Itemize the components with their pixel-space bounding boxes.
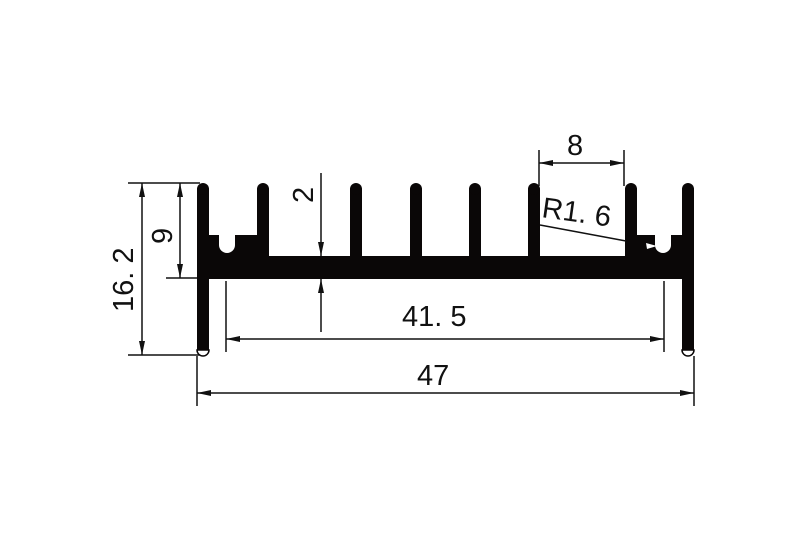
label-fin-pitch: 8 (567, 130, 583, 162)
dim-fin-height (166, 183, 197, 279)
lower-legs (197, 278, 694, 350)
leg-rounded-ends (196, 349, 695, 357)
dim-inner-width (225, 281, 665, 352)
upper-fins (197, 183, 694, 259)
dim-overall-width (196, 356, 695, 406)
label-inner-width: 41. 5 (402, 301, 467, 333)
dim-radius-leader (539, 224, 627, 242)
dim-overall-height (128, 182, 200, 356)
label-base-thickness: 2 (288, 187, 320, 203)
base-plate (197, 256, 694, 279)
dim-fin-pitch (538, 150, 625, 186)
label-overall-height: 16. 2 (108, 248, 140, 313)
label-fin-height: 9 (147, 228, 179, 244)
heatsink-profile (197, 183, 694, 350)
clip-notches (219, 234, 671, 253)
label-overall-width: 47 (417, 360, 449, 392)
